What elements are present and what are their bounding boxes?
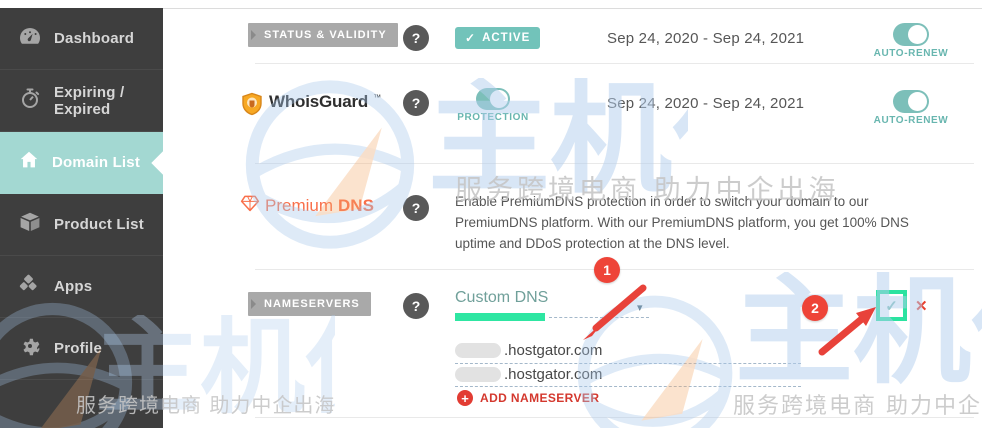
auto-renew-label: AUTO-RENEW [873,48,949,59]
status-validity-dates: Sep 24, 2020 - Sep 24, 2021 [607,30,805,47]
save-nameservers-button[interactable]: ✓ [876,290,907,321]
auto-renew-label: AUTO-RENEW [873,115,949,126]
annotation-arrow-1 [583,284,647,340]
check-icon: ✓ [465,31,477,45]
annotation-arrow-2 [818,307,876,356]
nameserver-domain-suffix: .hostgator.com [504,366,603,383]
nameserver-row-1[interactable]: .hostgator.com [455,342,602,359]
nameservers-help-button[interactable]: ? [403,293,429,319]
premiumdns-wordmark-dns: DNS [338,195,374,215]
nameserver-input-underline [455,363,801,364]
status-validity-label: STATUS & VALIDITY [248,23,398,47]
stopwatch-icon [18,86,42,115]
whoisguard-wordmark: WhoisGuard [269,92,369,111]
whoisguard-help-button[interactable]: ? [403,90,429,116]
dropdown-dotted-line [549,317,649,318]
domain-settings-panel: STATUS & VALIDITY ? ✓ ACTIVE Sep 24, 202… [163,8,982,428]
whoisguard-protection-toggle[interactable]: PROTECTION [457,88,529,123]
sidebar-item-profile[interactable]: Profile [0,318,163,380]
cancel-nameservers-button[interactable]: ✕ [915,298,928,315]
nameservers-dropdown[interactable]: Custom DNS [455,289,549,306]
toggle-knob [490,90,508,108]
status-help-button[interactable]: ? [403,25,429,51]
nameserver-row-2[interactable]: .hostgator.com [455,366,602,383]
add-nameserver-label: ADD NAMESERVER [480,391,600,405]
nameserver-redacted-value [455,343,501,358]
chevron-down-icon[interactable]: ▾ [637,302,643,314]
sidebar-item-label: Profile [54,340,103,357]
sidebar: Dashboard Expiring / Expired Domain List… [0,8,163,428]
toggle-on-switch[interactable] [893,90,929,113]
gear-icon [18,334,42,363]
sidebar-item-label: Product List [54,216,144,233]
whoisguard-shield-icon [240,92,264,121]
status-badge: ✓ ACTIVE [455,27,541,49]
home-icon [18,149,40,176]
row-divider [255,163,974,164]
nameservers-label: NAMESERVERS [248,292,371,316]
premiumdns-help-button[interactable]: ? [403,195,429,221]
whoisguard-dates: Sep 24, 2020 - Sep 24, 2021 [607,95,805,112]
premiumdns-wordmark-premium: Premium [265,195,334,215]
row-divider [255,417,974,418]
toggle-on-switch[interactable] [476,88,510,110]
sidebar-item-apps[interactable]: Apps [0,256,163,318]
dropdown-highlight-marker [455,313,545,321]
nameserver-domain-suffix: .hostgator.com [504,342,603,359]
add-nameserver-button[interactable]: + ADD NAMESERVER [457,390,599,406]
auto-renew-toggle-status[interactable]: AUTO-RENEW [873,23,949,59]
gauge-icon [18,24,42,53]
toggle-knob [908,25,927,44]
toggle-knob [908,92,927,111]
premiumdns-description: Enable PremiumDNS protection in order to… [455,194,909,251]
annotation-step-1-badge: 1 [594,257,620,283]
sidebar-item-expiring-expired[interactable]: Expiring / Expired [0,70,163,132]
sidebar-item-dashboard[interactable]: Dashboard [0,8,163,70]
annotation-step-2-badge: 2 [802,295,828,321]
sidebar-item-label: Dashboard [54,30,135,47]
sidebar-item-product-list[interactable]: Product List [0,194,163,256]
whoisguard-logo: WhoisGuard ™ [240,92,381,121]
sidebar-item-label: Domain List [52,154,141,171]
row-divider [255,63,974,64]
sidebar-item-label: Apps [54,278,93,295]
auto-renew-toggle-whoisguard[interactable]: AUTO-RENEW [873,90,949,126]
nameserver-redacted-value [455,367,501,382]
protection-label: PROTECTION [457,112,529,123]
status-badge-label: ACTIVE [482,32,531,44]
sidebar-item-label: Expiring / Expired [54,83,125,118]
trademark-symbol: ™ [373,93,382,102]
apps-icon [18,272,42,301]
nameserver-input-underline [455,386,801,387]
sidebar-item-domain-list[interactable]: Domain List [0,132,163,194]
gem-icon [240,193,260,218]
check-icon: ✓ [885,297,898,315]
package-icon [18,210,42,239]
toggle-on-switch[interactable] [893,23,929,46]
plus-icon: + [457,390,473,406]
